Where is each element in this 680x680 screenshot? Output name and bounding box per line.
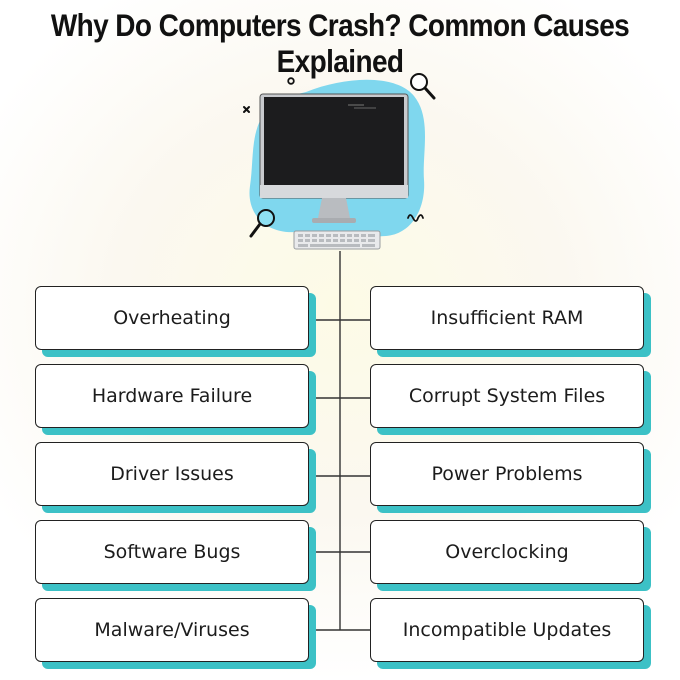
page-title: Why Do Computers Crash? Common Causes Ex… <box>50 8 630 79</box>
cause-card-power-problems: Power Problems <box>370 442 644 506</box>
cause-card-overclocking: Overclocking <box>370 520 644 584</box>
cause-card-driver-issues: Driver Issues <box>35 442 309 506</box>
cause-card-insufficient-ram: Insufficient RAM <box>370 286 644 350</box>
cause-card-incompatible-updates: Incompatible Updates <box>370 598 644 662</box>
squiggle-doodle-icon <box>407 214 424 222</box>
circle-doodle-icon <box>287 77 295 85</box>
cause-card-software-bugs: Software Bugs <box>35 520 309 584</box>
cause-card-malware-viruses: Malware/Viruses <box>35 598 309 662</box>
keyboard-icon <box>293 230 381 250</box>
cross-doodle-icon <box>243 106 250 113</box>
magnifier-icon <box>249 209 275 238</box>
computer-monitor-icon <box>259 93 409 223</box>
cause-card-overheating: Overheating <box>35 286 309 350</box>
computer-illustration <box>243 73 436 250</box>
magnifier-icon <box>410 73 436 100</box>
cause-card-hardware-failure: Hardware Failure <box>35 364 309 428</box>
cause-card-corrupt-system-files: Corrupt System Files <box>370 364 644 428</box>
